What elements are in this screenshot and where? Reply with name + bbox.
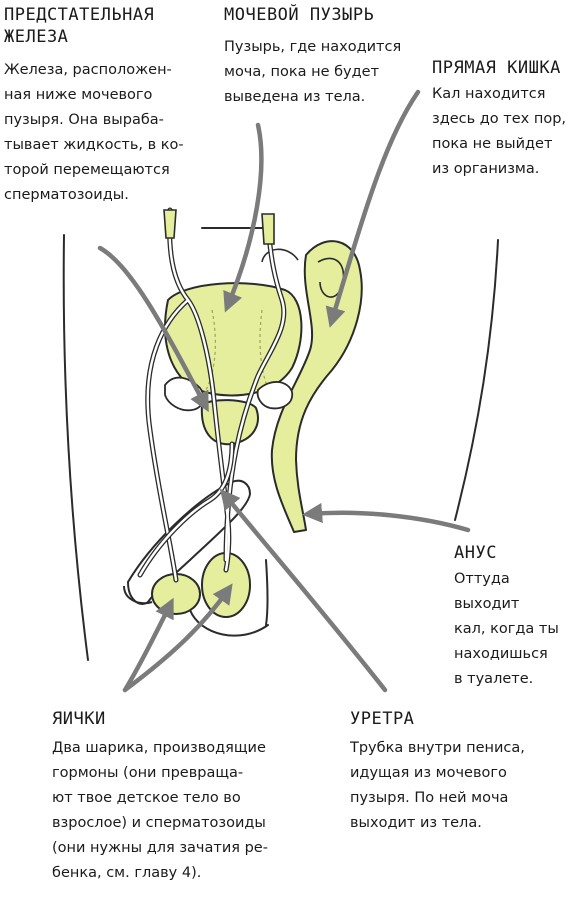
anus-description: Оттуда выходит кал, когда ты находишься … bbox=[454, 571, 559, 687]
anus-label: АНУС Оттуда выходит кал, когда ты находи… bbox=[454, 542, 578, 692]
testicles-arrow-left bbox=[122, 597, 174, 693]
testicles-arrow-right bbox=[122, 583, 233, 693]
vas-deferens-inner bbox=[146, 208, 285, 582]
prostate-title: ПРЕДСТАТЕЛЬНАЯ ЖЕЛЕЗА bbox=[4, 5, 155, 47]
testicles-title: ЯИЧКИ bbox=[52, 709, 106, 729]
body-outline bbox=[62, 227, 499, 661]
rectum-label: ПРЯМАЯ КИШКА Кал находится здесь до тех … bbox=[432, 57, 578, 182]
rectum-description: Кал находится здесь до тех пор, пока не … bbox=[432, 86, 567, 177]
bladder-title: МОЧЕВОЙ ПУЗЫРЬ bbox=[224, 5, 375, 25]
prostate-label: ПРЕДСТАТЕЛЬНАЯ ЖЕЛЕЗА Железа, расположен… bbox=[4, 4, 224, 208]
urethra-label: УРЕТРА Трубка внутри пениса, идущая из м… bbox=[350, 708, 576, 836]
duct-ends bbox=[163, 209, 275, 245]
anus-arrow bbox=[301, 502, 471, 533]
penis bbox=[123, 479, 252, 605]
rectum-title: ПРЯМАЯ КИШКА bbox=[432, 58, 561, 78]
bladder-description: Пузырь, где находится моча, пока не буде… bbox=[224, 39, 402, 105]
testicles-description: Два шарика, производящие гормоны (они пр… bbox=[52, 740, 268, 881]
urethra-description: Трубка внутри пениса, идущая из мочевого… bbox=[350, 740, 525, 831]
prostate-arrow bbox=[97, 245, 209, 413]
prostate-description: Железа, расположен- ная ниже мочевого пу… bbox=[4, 62, 184, 203]
testicles-label: ЯИЧКИ Два шарика, производящие гормоны (… bbox=[52, 708, 302, 886]
anus-title: АНУС bbox=[454, 543, 497, 563]
urethra-arrow bbox=[219, 488, 388, 693]
bladder-arrow bbox=[223, 122, 264, 313]
bladder-label: МОЧЕВОЙ ПУЗЫРЬ Пузырь, где находится моч… bbox=[224, 4, 444, 110]
urethra-title: УРЕТРА bbox=[350, 709, 415, 729]
rectum-arrow bbox=[325, 89, 421, 328]
